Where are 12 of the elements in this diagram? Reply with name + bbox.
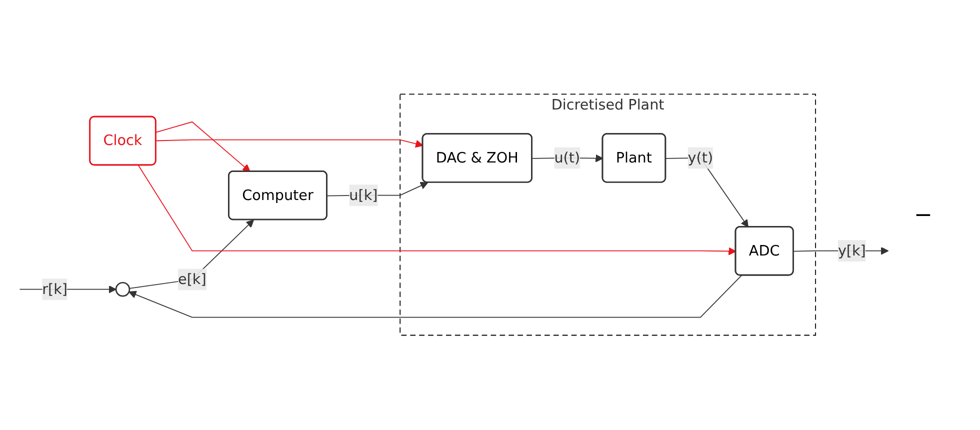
arrow: [128, 275, 742, 318]
node-circle: [115, 282, 130, 298]
arrow: [138, 165, 736, 256]
edge-label: r[k]: [42, 280, 68, 298]
edge-label: y(t): [688, 149, 714, 166]
edge-label: y[k]: [838, 242, 866, 260]
edge-label: u(t): [554, 149, 580, 166]
minus-sign: −: [914, 202, 934, 228]
arrow: [156, 140, 424, 148]
edge-label: e[k]: [178, 270, 206, 288]
edge-label: u[k]: [349, 186, 378, 204]
arrow: [156, 122, 250, 172]
